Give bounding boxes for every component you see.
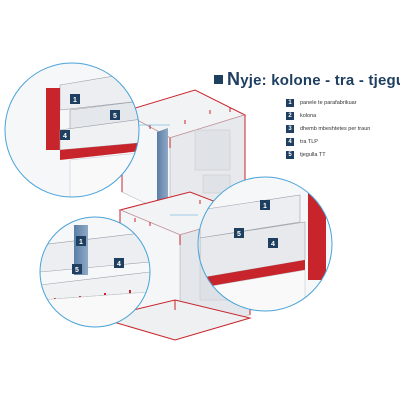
svg-text:5: 5 xyxy=(75,267,79,274)
callout-bl-4: 4 xyxy=(114,258,124,268)
svg-text:4: 4 xyxy=(117,261,121,268)
svg-text:1: 1 xyxy=(73,97,77,104)
legend-number: 2 xyxy=(286,111,294,120)
legend-label: tra TLP xyxy=(300,138,318,145)
callout-tl-1: 1 xyxy=(70,94,80,104)
legend-number: 4 xyxy=(286,137,294,146)
detail-circle-top-left: 1 5 4 xyxy=(4,62,170,198)
legend-label: panele te parafabrikuar xyxy=(300,99,357,106)
legend-label: kolona xyxy=(300,112,317,119)
title-rest: yje: kolone - tra - tjegull xyxy=(240,71,400,89)
legend-item: 2 kolona xyxy=(286,109,396,122)
legend-item: 3 dhemb mbeshtetes per traun xyxy=(286,122,396,135)
callout-tl-4: 4 xyxy=(60,130,70,140)
callout-r-5: 5 xyxy=(234,228,244,238)
svg-text:4: 4 xyxy=(63,133,67,140)
callout-bl-5: 5 xyxy=(72,264,82,274)
legend-number: 1 xyxy=(286,98,294,107)
legend-label: dhemb mbeshtetes per traun xyxy=(300,125,371,132)
legend-number: 3 xyxy=(286,124,294,133)
legend-item: 4 tra TLP xyxy=(286,135,396,148)
diagram-title: Nyje: kolone - tra - tjegull xyxy=(214,68,400,90)
callout-tl-5: 5 xyxy=(110,110,120,120)
detail-circle-right: 1 5 4 xyxy=(170,176,333,312)
legend-label: tjegulla TT xyxy=(300,151,326,158)
svg-text:1: 1 xyxy=(263,203,267,210)
callout-r-1: 1 xyxy=(260,200,270,210)
title-square-icon xyxy=(214,74,223,84)
legend-item: 5 tjegulla TT xyxy=(286,148,396,161)
legend: 1 panele te parafabrikuar 2 kolona 3 dhe… xyxy=(286,96,396,161)
svg-text:1: 1 xyxy=(79,239,83,246)
svg-text:5: 5 xyxy=(237,231,241,238)
callout-bl-1: 1 xyxy=(76,236,86,246)
detail-circle-bottom-left: 1 5 4 xyxy=(39,216,151,328)
legend-number: 5 xyxy=(286,150,294,159)
legend-item: 1 panele te parafabrikuar xyxy=(286,96,396,109)
title-first-letter: N xyxy=(227,68,241,89)
svg-text:5: 5 xyxy=(113,113,117,120)
callout-r-4: 4 xyxy=(268,238,278,248)
svg-text:4: 4 xyxy=(271,241,275,248)
title-text: Nyje: kolone - tra - tjegull xyxy=(227,69,400,90)
